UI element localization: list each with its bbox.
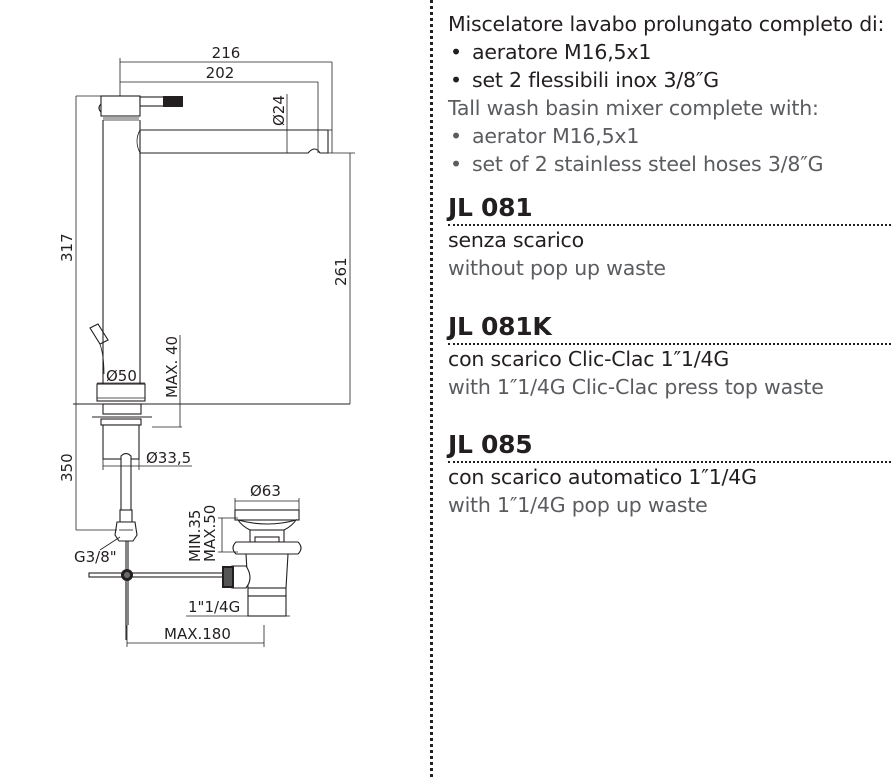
variant-desc-it: con scarico Clic-Clac 1″1/4G [448, 347, 729, 371]
variant-code: JL 081 [448, 193, 533, 222]
dotted-rule [448, 343, 891, 345]
side-lever [89, 323, 109, 345]
variant-code: JL 085 [448, 430, 533, 459]
spout [140, 129, 329, 154]
drain-pipe [88, 572, 230, 578]
lever-grip [163, 96, 183, 107]
waste-assembly [222, 509, 302, 617]
feature-item-it: set 2 flessibili inox 3/8″G [448, 66, 891, 94]
dim-waste-min: MIN.35 [186, 510, 204, 562]
waste-flange [234, 509, 300, 521]
variant-code: JL 081K [448, 312, 552, 341]
faucet-cap [100, 95, 141, 117]
variant-desc-it: senza scarico [448, 228, 584, 252]
dim-hose-thread: G3/8" [74, 548, 117, 566]
dim-waste-diameter: Ø63 [250, 482, 281, 500]
dim-hose-length: 350 [58, 453, 76, 482]
feature-item-it: aeratore M16,5x1 [448, 38, 891, 66]
dim-overall-reach: 216 [212, 44, 241, 62]
dimension-lines [75, 58, 355, 647]
product-description-panel: Miscelatore lavabo prolungato completo d… [448, 10, 891, 517]
waste-nut [232, 541, 302, 555]
variant-jl081: JL 081 senza scarico without pop up wast… [448, 193, 891, 282]
dim-waste-max: MAX.50 [201, 505, 219, 562]
variant-jl081k: JL 081K con scarico Clic-Clac 1″1/4G wit… [448, 312, 891, 401]
dim-shank-diameter: Ø33,5 [146, 449, 191, 467]
dim-base-diameter: Ø50 [106, 367, 137, 385]
dim-spout-height: 261 [332, 257, 350, 286]
waste-body [245, 553, 289, 589]
technical-drawing: 216 202 Ø24 317 261 MAX. 40 Ø50 Ø33,5 35… [58, 44, 355, 647]
dotted-rule [448, 224, 891, 226]
column-divider [430, 0, 433, 777]
variant-desc-en: without pop up waste [448, 256, 666, 280]
description-title-it: Miscelatore lavabo prolungato completo d… [448, 12, 885, 36]
dim-total-height: 317 [58, 233, 76, 262]
shank [102, 424, 140, 460]
dim-spout-reach: 202 [206, 64, 235, 82]
feature-item-en: set of 2 stainless steel hoses 3/8″G [448, 150, 891, 178]
variant-desc-en: with 1″1/4G Clic-Clac press top waste [448, 375, 824, 399]
dotted-rule [448, 461, 891, 463]
dim-waste-offset: MAX.180 [164, 625, 231, 643]
flex-hose [120, 452, 132, 511]
faucet-body [73, 95, 350, 640]
variant-desc-it: con scarico automatico 1″1/4G [448, 465, 757, 489]
dim-spout-diameter: Ø24 [270, 95, 288, 126]
feature-item-en: aerator M16,5x1 [448, 122, 891, 150]
dim-max-deck: MAX. 40 [163, 336, 181, 398]
hose-nut [114, 521, 138, 542]
variant-desc-en: with 1″1/4G pop up waste [448, 493, 708, 517]
variant-jl085: JL 085 con scarico automatico 1″1/4G wit… [448, 430, 891, 519]
description-title-en: Tall wash basin mixer complete with: [448, 96, 819, 120]
dim-waste-thread: 1"1/4G [188, 598, 240, 616]
base-ring [96, 383, 146, 402]
lever-arm [139, 96, 166, 107]
cap-knob [98, 103, 102, 113]
